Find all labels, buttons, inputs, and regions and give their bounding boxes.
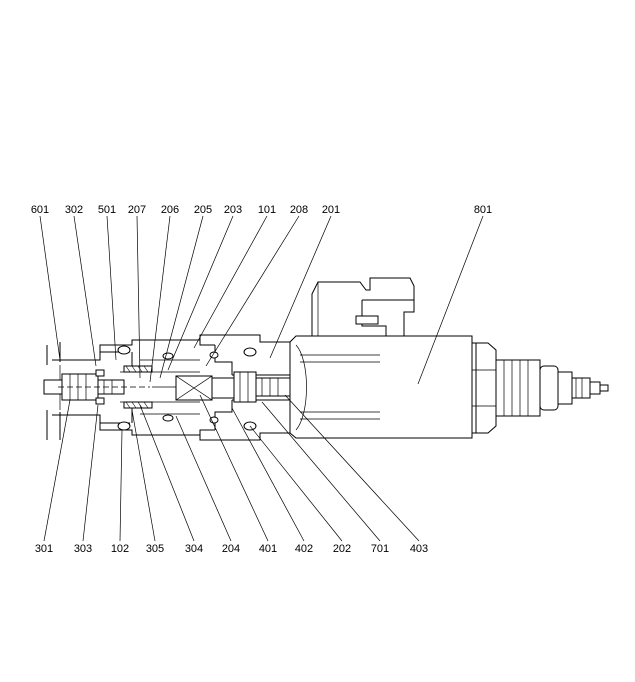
- leader-line-501: [106, 215, 117, 361]
- mounting-block: [46, 342, 130, 440]
- part-label-101: 101: [258, 204, 276, 216]
- leader-line-303: [82, 404, 99, 542]
- leader-line-402: [231, 407, 305, 542]
- adjusting-screw: [43, 373, 150, 401]
- leader-line-601: [39, 215, 61, 361]
- leader-lines: [39, 215, 484, 542]
- part-label-401: 401: [259, 543, 277, 555]
- part-label-601: 601: [31, 204, 49, 216]
- part-label-206: 206: [161, 204, 179, 216]
- spring: [123, 365, 153, 409]
- part-label-402: 402: [295, 543, 313, 555]
- part-label-202: 202: [333, 543, 351, 555]
- part-label-701: 701: [371, 543, 389, 555]
- leader-line-208: [205, 215, 300, 367]
- leader-line-207: [136, 215, 141, 379]
- valve-drawing: [43, 277, 609, 441]
- part-label-203: 203: [224, 204, 242, 216]
- part-label-501: 501: [98, 204, 116, 216]
- leader-line-202: [249, 425, 343, 542]
- part-label-305: 305: [146, 543, 164, 555]
- leader-line-403: [284, 394, 420, 542]
- part-label-304: 304: [185, 543, 203, 555]
- leader-line-302: [73, 215, 97, 367]
- leader-line-102: [119, 429, 123, 542]
- part-label-205: 205: [194, 204, 212, 216]
- leader-line-305: [131, 409, 156, 542]
- leader-line-701: [261, 401, 381, 542]
- part-label-201: 201: [322, 204, 340, 216]
- part-label-303: 303: [74, 543, 92, 555]
- leader-line-801: [417, 215, 484, 385]
- leader-line-206: [149, 215, 171, 383]
- part-label-403: 403: [410, 543, 428, 555]
- part-label-208: 208: [290, 204, 308, 216]
- part-label-102: 102: [111, 543, 129, 555]
- end-nut: [472, 342, 609, 434]
- part-label-302: 302: [65, 204, 83, 216]
- leader-line-101: [193, 215, 268, 349]
- connector: [311, 277, 415, 336]
- housing: [199, 334, 290, 441]
- part-label-207: 207: [128, 204, 146, 216]
- leader-line-205: [159, 215, 204, 379]
- sleeve-body: [95, 339, 215, 436]
- leader-line-401: [199, 394, 269, 542]
- leader-line-201: [269, 215, 332, 359]
- part-labels: 601 302 501 207 206 205 203 101 208 201 801 301 303 1…: [31, 204, 492, 555]
- leader-line-304: [139, 404, 195, 542]
- leader-line-203: [167, 215, 234, 371]
- part-label-204: 204: [222, 543, 240, 555]
- part-label-301: 301: [35, 543, 53, 555]
- solenoid-coil: [289, 335, 473, 439]
- leader-line-204: [175, 415, 232, 542]
- spool: [152, 371, 291, 403]
- leader-line-301: [43, 399, 71, 542]
- part-label-801: 801: [474, 204, 492, 216]
